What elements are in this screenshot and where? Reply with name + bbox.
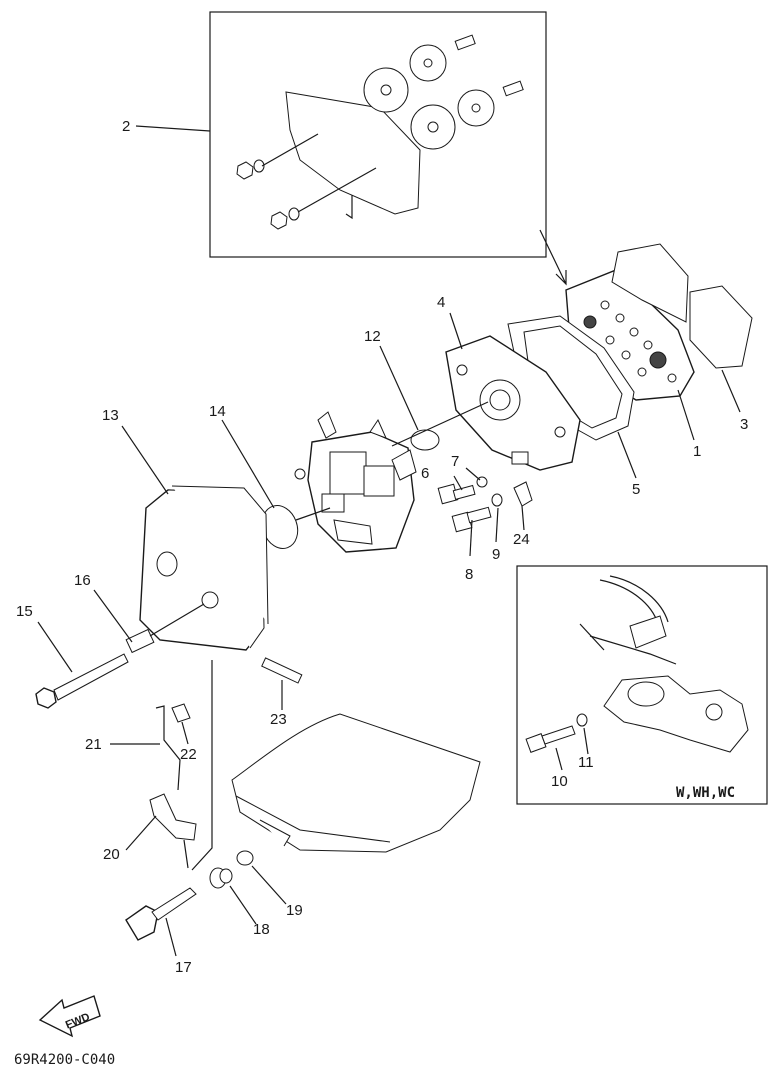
washer-9	[491, 493, 503, 507]
valve-retainer-1	[409, 44, 447, 82]
pump-detail-box	[209, 11, 567, 286]
label-23: 23	[270, 711, 287, 728]
label-6: 6	[421, 465, 429, 482]
label-3: 3	[740, 416, 748, 433]
valve-flower-1	[363, 67, 409, 113]
label-21: 21	[85, 736, 102, 753]
choke-rod-21	[155, 705, 181, 791]
bottom-cowling	[231, 713, 481, 853]
grommet-19	[236, 850, 254, 866]
bolt-15	[35, 653, 129, 709]
inset-caption: W,WH,WC	[676, 785, 735, 801]
intake-silencer	[139, 485, 269, 651]
label-13: 13	[102, 407, 119, 424]
leader-lines	[37, 125, 741, 957]
label-11: 11	[578, 754, 594, 771]
pump-body-4	[445, 335, 581, 471]
pump-diaphragm-5	[507, 315, 635, 441]
label-22: 22	[180, 746, 197, 763]
inset-detail-box	[516, 565, 768, 805]
bolt-10	[525, 725, 576, 753]
bolt-6	[437, 483, 476, 505]
label-1: 1	[693, 443, 701, 460]
label-17: 17	[175, 959, 192, 976]
bolt-8	[451, 506, 492, 533]
carburetor	[294, 411, 417, 553]
label-4: 4	[437, 294, 445, 311]
label-20: 20	[103, 846, 120, 863]
part-labels: 1 2 3 4 5 6 7 8 9 10 11 12 13 14 15 16 1…	[16, 118, 748, 976]
diagram-code: 69R4200-C040	[14, 1052, 115, 1068]
label-18: 18	[253, 921, 270, 938]
clip-22	[171, 703, 191, 723]
o-ring-12	[410, 429, 440, 451]
label-5: 5	[632, 481, 640, 498]
label-14: 14	[209, 403, 226, 420]
label-8: 8	[465, 566, 473, 583]
clip-24	[513, 481, 533, 507]
label-7: 7	[451, 453, 459, 470]
label-16: 16	[74, 572, 91, 589]
label-9: 9	[492, 546, 500, 563]
label-15: 15	[16, 603, 33, 620]
washer-11	[576, 713, 588, 727]
collar-16	[125, 628, 155, 654]
pin-23	[261, 657, 303, 684]
valve-retainer-2	[457, 89, 495, 127]
grommet-18	[209, 867, 233, 889]
fwd-arrow-icon: FWD	[38, 995, 101, 1038]
label-24: 24	[513, 531, 530, 548]
label-12: 12	[364, 328, 381, 345]
choke-knob-17	[125, 905, 159, 941]
pump-gasket-3	[611, 243, 753, 369]
label-2: 2	[122, 118, 130, 135]
choke-lever-20	[149, 793, 197, 841]
label-19: 19	[286, 902, 303, 919]
label-10: 10	[551, 773, 568, 790]
valve-flower-2	[410, 104, 456, 150]
